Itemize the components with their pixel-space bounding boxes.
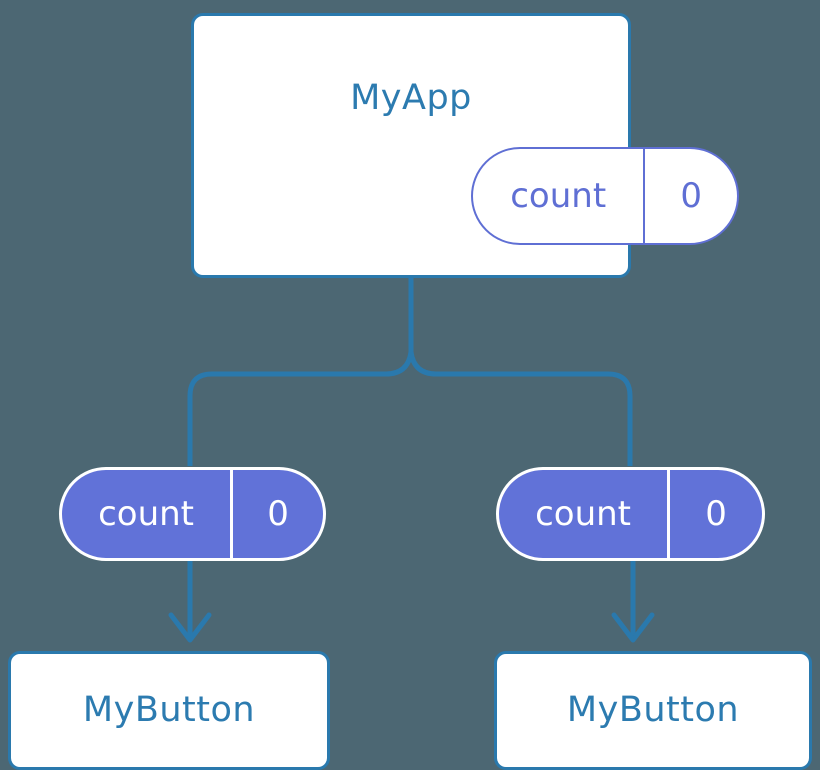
- state-key: count: [499, 470, 671, 558]
- state-pill-child-left[interactable]: count 0: [59, 467, 326, 561]
- edge-branch-right: [408, 351, 633, 466]
- component-label-mybutton-left: MyButton: [82, 690, 256, 730]
- component-node-mybutton-left[interactable]: MyButton: [8, 651, 330, 770]
- component-label-myapp: MyApp: [350, 78, 472, 118]
- state-pill-child-right[interactable]: count 0: [496, 467, 765, 561]
- arrow-head-left-icon: [168, 612, 212, 643]
- state-pill-myapp[interactable]: count 0: [471, 147, 739, 245]
- component-node-myapp[interactable]: MyApp count 0: [191, 13, 739, 278]
- edge-branch-left: [187, 351, 414, 466]
- state-value: 0: [267, 494, 289, 534]
- state-value: 0: [705, 494, 727, 534]
- component-label-mybutton-right: MyButton: [566, 690, 740, 730]
- state-key: count: [473, 149, 646, 243]
- arrow-head-right-icon: [611, 612, 655, 643]
- state-key: count: [62, 470, 234, 558]
- state-value: 0: [680, 176, 703, 216]
- component-node-mybutton-right[interactable]: MyButton: [494, 651, 812, 770]
